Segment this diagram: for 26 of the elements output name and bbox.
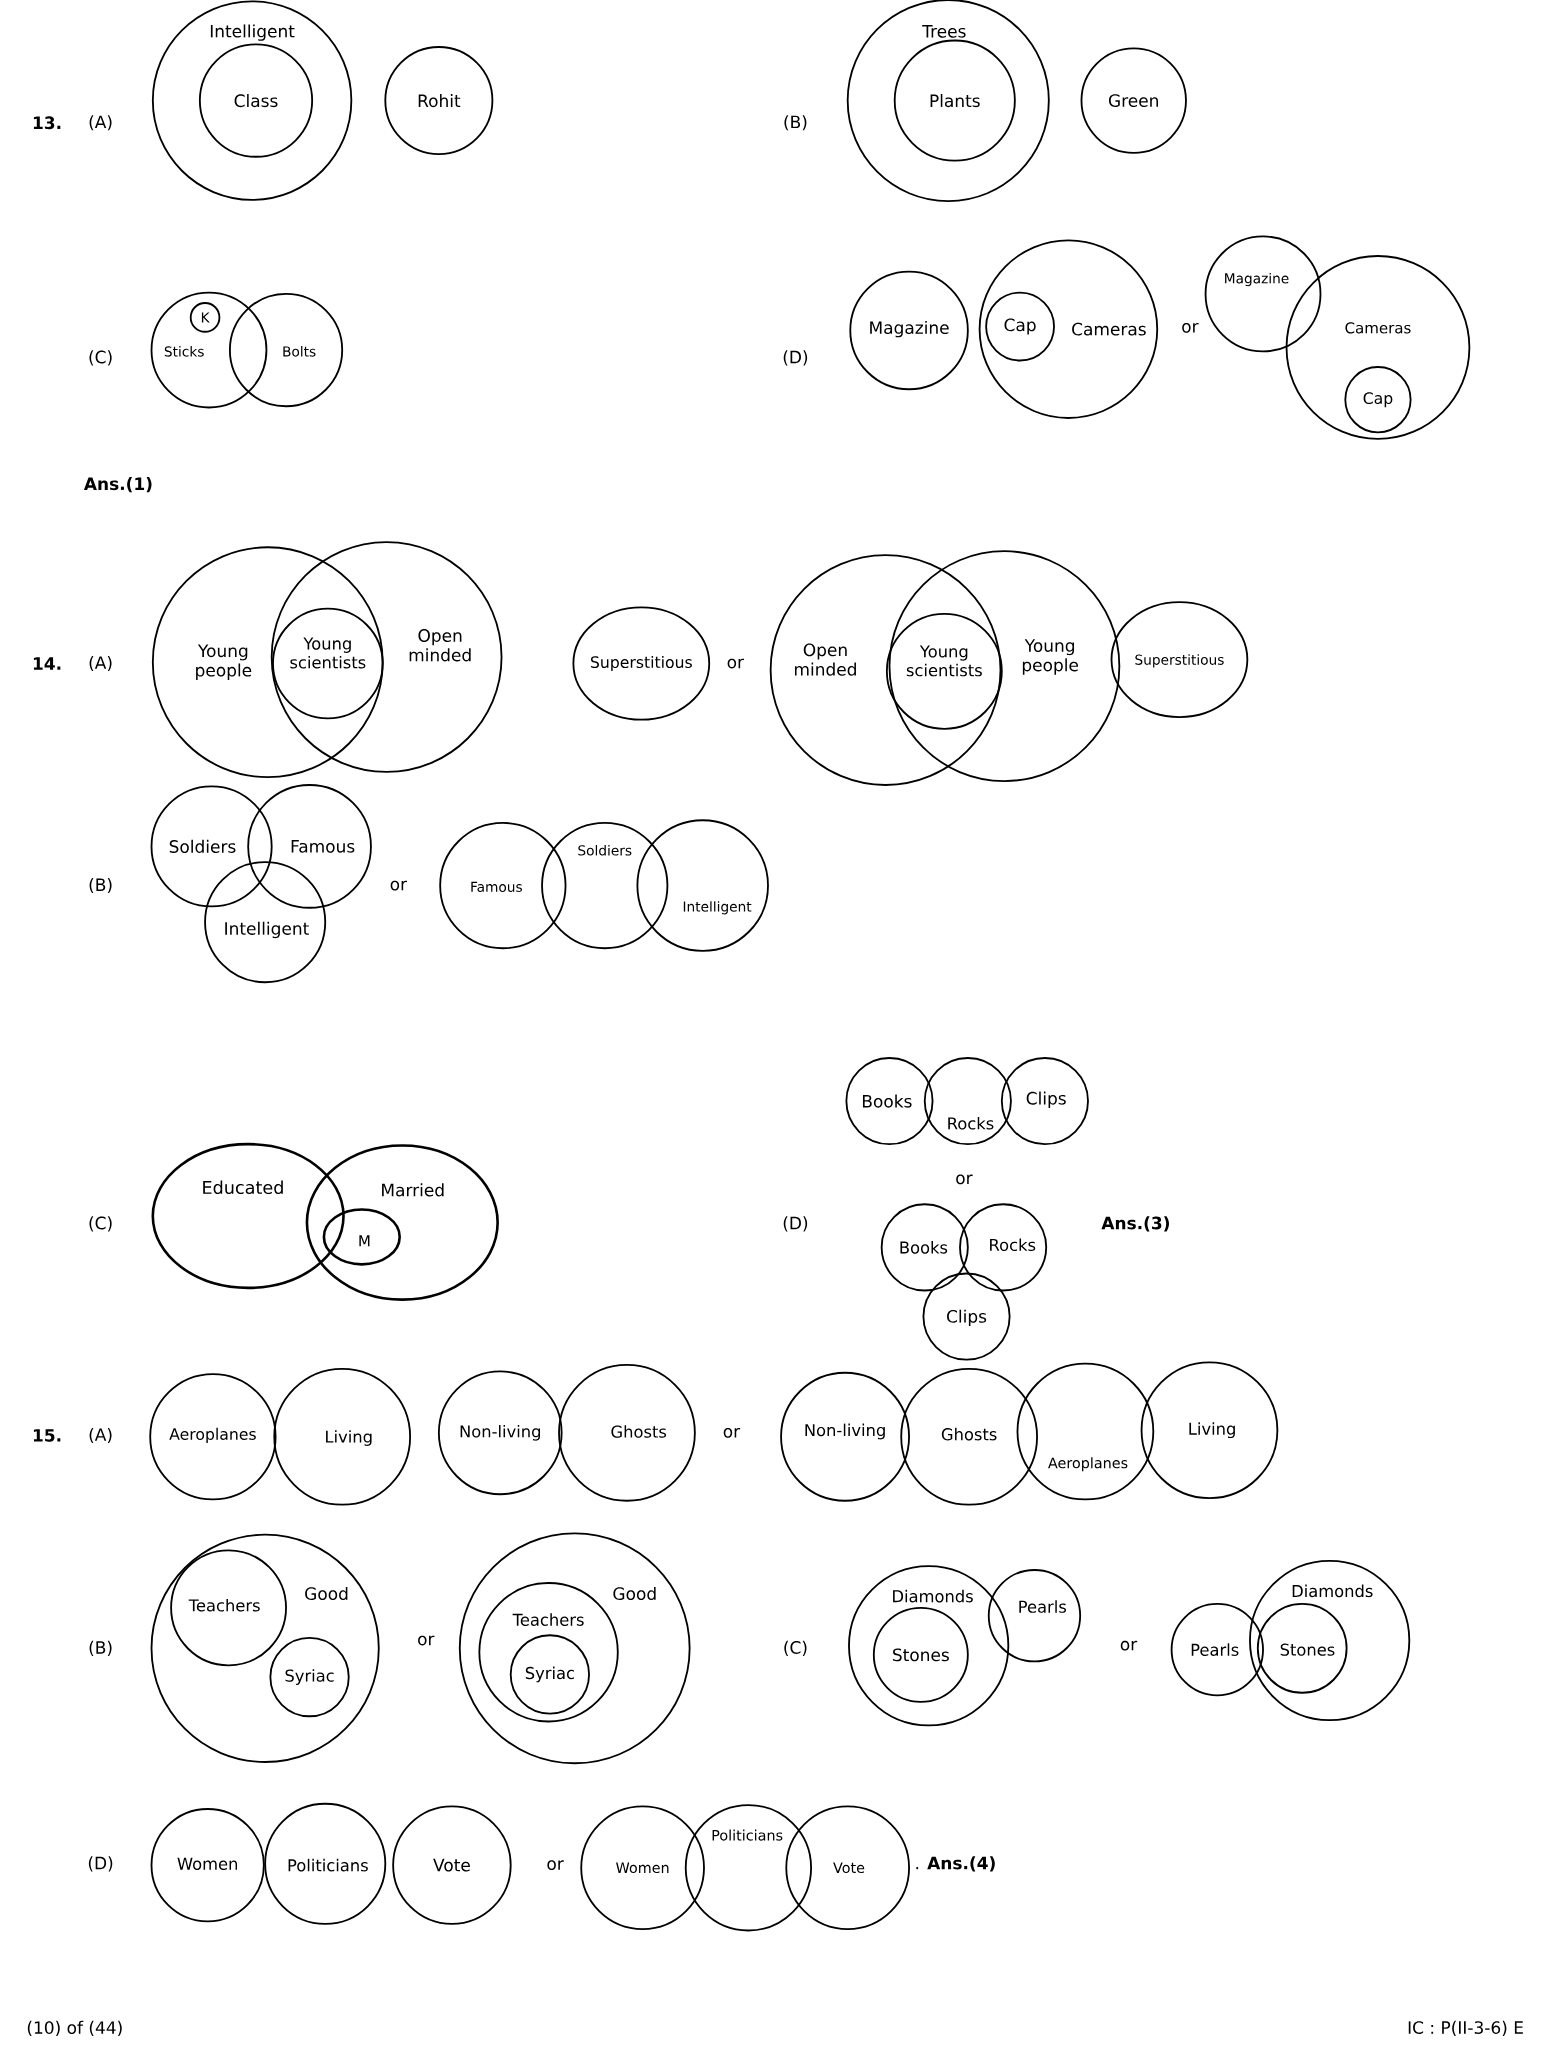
option-label: (D) xyxy=(783,350,808,366)
option-label: (A) xyxy=(89,1427,112,1443)
option-label: (D) xyxy=(783,1216,808,1232)
option-label: (B) xyxy=(89,878,112,894)
or-text: or xyxy=(727,658,745,669)
answer-text: Ans.(3) xyxy=(1101,1216,1170,1232)
footer-code: IC : P(II-3-6) E xyxy=(1409,2020,1524,2036)
option-label: (A) xyxy=(89,655,112,672)
or-text: or xyxy=(418,1635,435,1646)
page-number: (10) of (44) xyxy=(28,2020,122,2036)
question-number: 14. xyxy=(34,657,61,670)
or-text: or xyxy=(723,1427,741,1438)
or-text: or xyxy=(956,1174,973,1185)
option-label: (A) xyxy=(89,115,112,131)
option-label: (C) xyxy=(784,1640,807,1656)
question-number: 13. xyxy=(34,116,61,130)
option-label: (B) xyxy=(89,1640,112,1656)
option-label: (C) xyxy=(89,1216,112,1232)
option-label: (B) xyxy=(784,115,807,131)
answer-text: Ans.(1) xyxy=(84,477,152,493)
question-number: 15. xyxy=(34,1429,61,1442)
option-label: (D) xyxy=(89,1856,113,1872)
option-label: (C) xyxy=(89,350,112,366)
or-text: or xyxy=(547,1860,564,1871)
or-text: or xyxy=(1120,1640,1138,1651)
or-text: or xyxy=(390,880,408,891)
